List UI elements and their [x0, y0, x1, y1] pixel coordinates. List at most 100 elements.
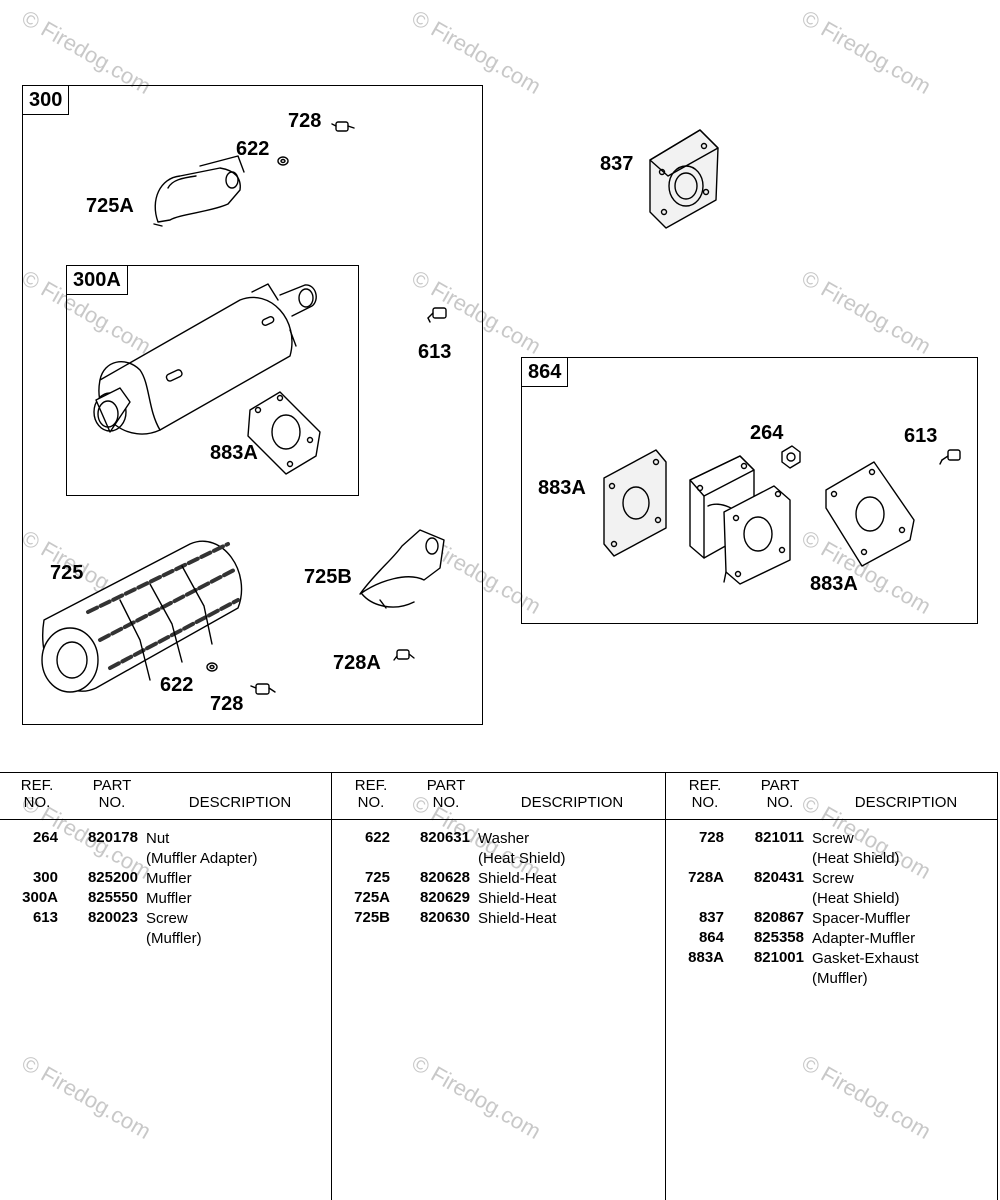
part-no: 820867: [753, 909, 804, 926]
ref-no: 300: [32, 869, 58, 886]
table-header: REF. NO. PART NO. DESCRIPTION: [666, 773, 997, 820]
description-line: Nut: [146, 830, 170, 847]
description: Spacer-Muffler: [812, 909, 997, 929]
ref-no: 622: [364, 829, 390, 846]
description-line: Muffler: [146, 870, 192, 887]
gasket-883a-right[interactable]: [825, 461, 915, 567]
description-line: Screw: [812, 870, 854, 887]
description: Shield-Heat: [478, 869, 666, 889]
callout-728-top: 728: [288, 110, 322, 132]
ref-no: 264: [32, 829, 58, 846]
parts-table: REF. NO. PART NO. DESCRIPTION 264 820178 N…: [0, 772, 998, 1200]
part-no: 825550: [87, 889, 138, 906]
callout-622-bottom: 622: [160, 674, 194, 696]
part-no: 820628: [419, 869, 470, 886]
callout-622-top: 622: [236, 138, 270, 160]
description: Adapter-Muffler: [812, 929, 997, 949]
ref-no: 883A: [688, 949, 724, 966]
callout-725a: 725A: [86, 195, 134, 217]
header-part: PART NO.: [416, 777, 476, 811]
callout-883a-left: 883A: [538, 477, 586, 499]
description: Washer (Heat Shield): [478, 829, 666, 869]
description: Screw(Muffler): [146, 909, 331, 949]
header-part-line1: PART: [426, 777, 466, 794]
description-line: Screw: [146, 910, 188, 927]
description-line: Screw: [812, 830, 854, 847]
washer-622-bottom[interactable]: [206, 662, 218, 672]
description-line: Washer: [478, 830, 530, 847]
header-part-line2: NO.: [98, 794, 126, 811]
gasket-883a-left[interactable]: [603, 449, 667, 557]
washer-622-top[interactable]: [277, 156, 289, 166]
group-box-864: [521, 357, 978, 624]
group-label-300: 300: [22, 85, 70, 115]
part-no: 821011: [754, 829, 804, 846]
ref-no: 613: [32, 909, 58, 926]
screw-728-bottom[interactable]: [250, 683, 276, 695]
description-line: Shield-Heat: [478, 870, 557, 887]
group-box-300a: [66, 265, 359, 496]
table-row: 883A 821001 Gasket-Exhaust(Muffler): [666, 949, 997, 989]
table-row: 300 825200 Muffler: [0, 869, 331, 889]
header-ref: REF. NO.: [680, 777, 730, 811]
description-line: Adapter-Muffler: [812, 930, 916, 947]
header-ref-line2: NO.: [691, 794, 719, 811]
screw-728-top[interactable]: [331, 121, 355, 132]
ref-no: 725: [364, 869, 390, 886]
nut-264[interactable]: [781, 445, 801, 469]
heat-shield-725a[interactable]: [153, 155, 245, 227]
screw-613-mid[interactable]: [427, 307, 447, 323]
description: Muffler: [146, 889, 331, 909]
muffler-300a[interactable]: [93, 283, 317, 435]
part-no: 820629: [419, 889, 470, 906]
callout-613-right: 613: [904, 425, 938, 447]
ref-no: 725B: [354, 909, 390, 926]
description: Screw (Heat Shield): [812, 829, 997, 869]
part-no: 820631: [419, 829, 470, 846]
part-no: 825358: [753, 929, 804, 946]
description: Nut(Muffler Adapter): [146, 829, 331, 869]
description: Gasket-Exhaust(Muffler): [812, 949, 997, 989]
table-row: 622 820631 Washer (Heat Shield): [332, 829, 666, 869]
screw-728a[interactable]: [393, 649, 415, 661]
description-line: (Muffler): [812, 970, 868, 987]
ref-no: 300A: [22, 889, 58, 906]
description-line: (Heat Shield): [812, 890, 900, 907]
group-label-300a: 300A: [66, 265, 128, 295]
description-line: Shield-Heat: [478, 910, 557, 927]
header-ref-line2: NO.: [23, 794, 51, 811]
heat-shield-725[interactable]: [41, 540, 243, 693]
ref-no: 728A: [688, 869, 724, 886]
table-row: 300A 825550 Muffler: [0, 889, 331, 909]
callout-837: 837: [600, 153, 634, 175]
callout-725: 725: [50, 562, 84, 584]
description-line: Shield-Heat: [478, 890, 557, 907]
description-line: (Heat Shield): [812, 850, 900, 867]
gasket-883a-inner[interactable]: [247, 391, 321, 475]
ref-no: 728: [698, 829, 724, 846]
part-no: 820178: [87, 829, 138, 846]
header-part-line1: PART: [760, 777, 800, 794]
header-ref-line2: NO.: [357, 794, 385, 811]
description-line: Spacer-Muffler: [812, 910, 911, 927]
spacer-837[interactable]: [649, 129, 719, 229]
heat-shield-725b[interactable]: [359, 529, 445, 609]
screw-613-right[interactable]: [939, 449, 961, 465]
part-no: 821001: [753, 949, 804, 966]
description-line: (Heat Shield): [478, 850, 566, 867]
part-no: 825200: [87, 869, 138, 886]
adapter-864[interactable]: [689, 455, 791, 585]
header-part: PART NO.: [750, 777, 810, 811]
part-no: 820630: [419, 909, 470, 926]
table-row: 728 821011 Screw (Heat Shield): [666, 829, 997, 869]
header-description: DESCRIPTION: [520, 794, 624, 811]
description: Muffler: [146, 869, 331, 889]
header-part-line2: NO.: [766, 794, 794, 811]
callout-725b: 725B: [304, 566, 352, 588]
